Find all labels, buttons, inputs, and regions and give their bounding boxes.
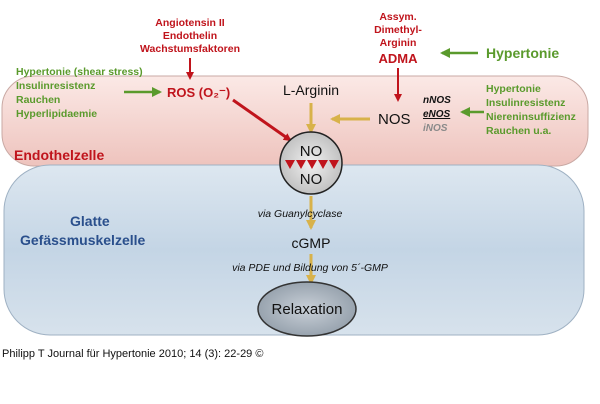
adma-line2: Dimethyl- xyxy=(374,24,422,36)
l-arginin-label: L-Arginin xyxy=(283,82,339,98)
adma-abbr: ADMA xyxy=(379,51,419,66)
relaxation-label: Relaxation xyxy=(272,301,343,318)
arrow-ros-to-no xyxy=(232,98,292,142)
nos-isoform-n: nNOS xyxy=(423,95,451,106)
risk-right-niere: Niereninsuffizienz xyxy=(486,111,576,123)
risk-left-rauchen: Rauchen xyxy=(16,94,60,106)
no-red-arrows xyxy=(285,160,339,169)
ros-label: ROS (O₂⁻) xyxy=(167,85,230,100)
adma-line3: Arginin xyxy=(380,37,417,49)
risk-right-rauchen: Rauchen u.a. xyxy=(486,125,551,137)
risk-left-hypertonie: Hypertonie (shear stress) xyxy=(16,66,143,78)
nos-label: NOS xyxy=(378,111,411,128)
factor-growth: Wachstumsfaktoren xyxy=(140,43,240,55)
via-guanylcyclase: via Guanylcyclase xyxy=(258,208,343,220)
factor-angiotensin: Angiotensin II xyxy=(155,17,224,29)
muscle-label-line1: Glatte xyxy=(70,213,110,229)
relaxation-ellipse xyxy=(257,281,357,337)
no-bottom-label: NO xyxy=(300,171,323,188)
muscle-label-line2: Gefässmuskelzelle xyxy=(20,232,146,248)
endothel-label: Endothelzelle xyxy=(14,147,104,163)
cgmp-label: cGMP xyxy=(292,235,331,251)
adma-line1: Assym. xyxy=(379,11,416,23)
via-pde: via PDE und Bildung von 5´-GMP xyxy=(232,262,388,274)
factor-endothelin: Endothelin xyxy=(163,30,217,42)
citation: Philipp T Journal für Hypertonie 2010; 1… xyxy=(2,348,264,360)
nos-isoform-i: iNOS xyxy=(423,123,448,134)
hypertonie-top-right: Hypertonie xyxy=(486,45,559,61)
no-top-label: NO xyxy=(300,143,323,160)
risk-left-lipid: Hyperlipidaemie xyxy=(16,108,97,120)
nos-isoform-e: eNOS xyxy=(423,109,451,120)
risk-right-hypertonie: Hypertonie xyxy=(486,83,541,95)
risk-left-insulin: Insulinresistenz xyxy=(16,80,95,92)
risk-right-insulin: Insulinresistenz xyxy=(486,97,565,109)
